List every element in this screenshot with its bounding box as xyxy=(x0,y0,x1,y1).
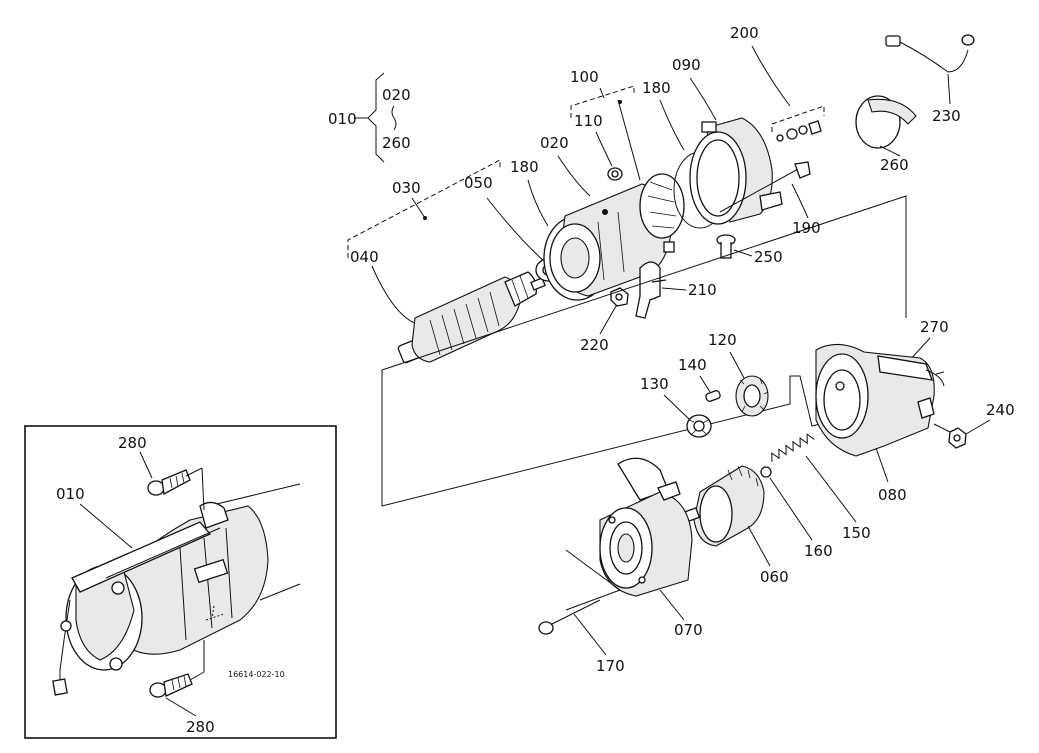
label-010-group: 010 xyxy=(328,110,357,128)
spring-150 xyxy=(771,433,815,463)
label-180-left: 180 xyxy=(510,158,539,176)
bracket-030 xyxy=(347,159,501,258)
label-260-group: 260 xyxy=(382,134,411,152)
nut-240 xyxy=(933,423,967,449)
label-240: 240 xyxy=(986,401,1015,419)
inset-label-280-bottom: 280 xyxy=(186,718,215,736)
inset-label-010: 010 xyxy=(56,485,85,503)
label-040: 040 xyxy=(350,248,379,266)
nut-110 xyxy=(607,167,623,181)
label-080: 080 xyxy=(878,486,907,504)
lead-wire-230 xyxy=(885,34,975,73)
label-250: 250 xyxy=(754,248,783,266)
label-180-right: 180 xyxy=(642,79,671,97)
label-110: 110 xyxy=(574,112,603,130)
inset-installation-view xyxy=(24,425,337,739)
label-150: 150 xyxy=(842,524,871,542)
ball-160 xyxy=(760,466,772,478)
label-190: 190 xyxy=(792,219,821,237)
armature xyxy=(397,271,546,364)
label-210: 210 xyxy=(688,281,717,299)
overrunning-clutch-060 xyxy=(681,465,765,547)
brush-holder xyxy=(639,173,685,253)
rear-cover-090 xyxy=(689,117,783,225)
label-230: 230 xyxy=(932,107,961,125)
group-bracket-010 xyxy=(354,72,397,163)
label-070: 070 xyxy=(674,621,703,639)
label-100: 100 xyxy=(570,68,599,86)
label-020-yoke: 020 xyxy=(540,134,569,152)
bracket-200 xyxy=(771,105,825,132)
screw-250 xyxy=(716,234,736,259)
label-260-band: 260 xyxy=(880,156,909,174)
label-160: 160 xyxy=(804,542,833,560)
label-050: 050 xyxy=(464,174,493,192)
label-120: 120 xyxy=(708,331,737,349)
gear-120 xyxy=(735,375,769,417)
retainer-130 xyxy=(686,414,712,438)
dot-030 xyxy=(423,216,427,220)
label-140: 140 xyxy=(678,356,707,374)
label-060: 060 xyxy=(760,568,789,586)
label-020-group: 020 xyxy=(382,86,411,104)
label-200: 200 xyxy=(730,24,759,42)
label-170: 170 xyxy=(596,657,625,675)
through-bolt-190 xyxy=(719,161,811,213)
pin-140 xyxy=(705,390,721,402)
label-220: 220 xyxy=(580,336,609,354)
label-270: 270 xyxy=(920,318,949,336)
band-260 xyxy=(855,95,917,149)
drive-housing-070 xyxy=(599,457,693,597)
label-130: 130 xyxy=(640,375,669,393)
bolt-170 xyxy=(538,549,621,635)
hardware-200 xyxy=(776,120,822,142)
bracket-100 xyxy=(570,85,635,118)
inset-drawing-code: 16614-022-10 xyxy=(228,670,285,679)
label-090: 090 xyxy=(672,56,701,74)
inset-label-280-top: 280 xyxy=(118,434,147,452)
lever-210 xyxy=(635,261,667,319)
pinion-housing-080 xyxy=(815,343,945,457)
label-030: 030 xyxy=(392,179,421,197)
